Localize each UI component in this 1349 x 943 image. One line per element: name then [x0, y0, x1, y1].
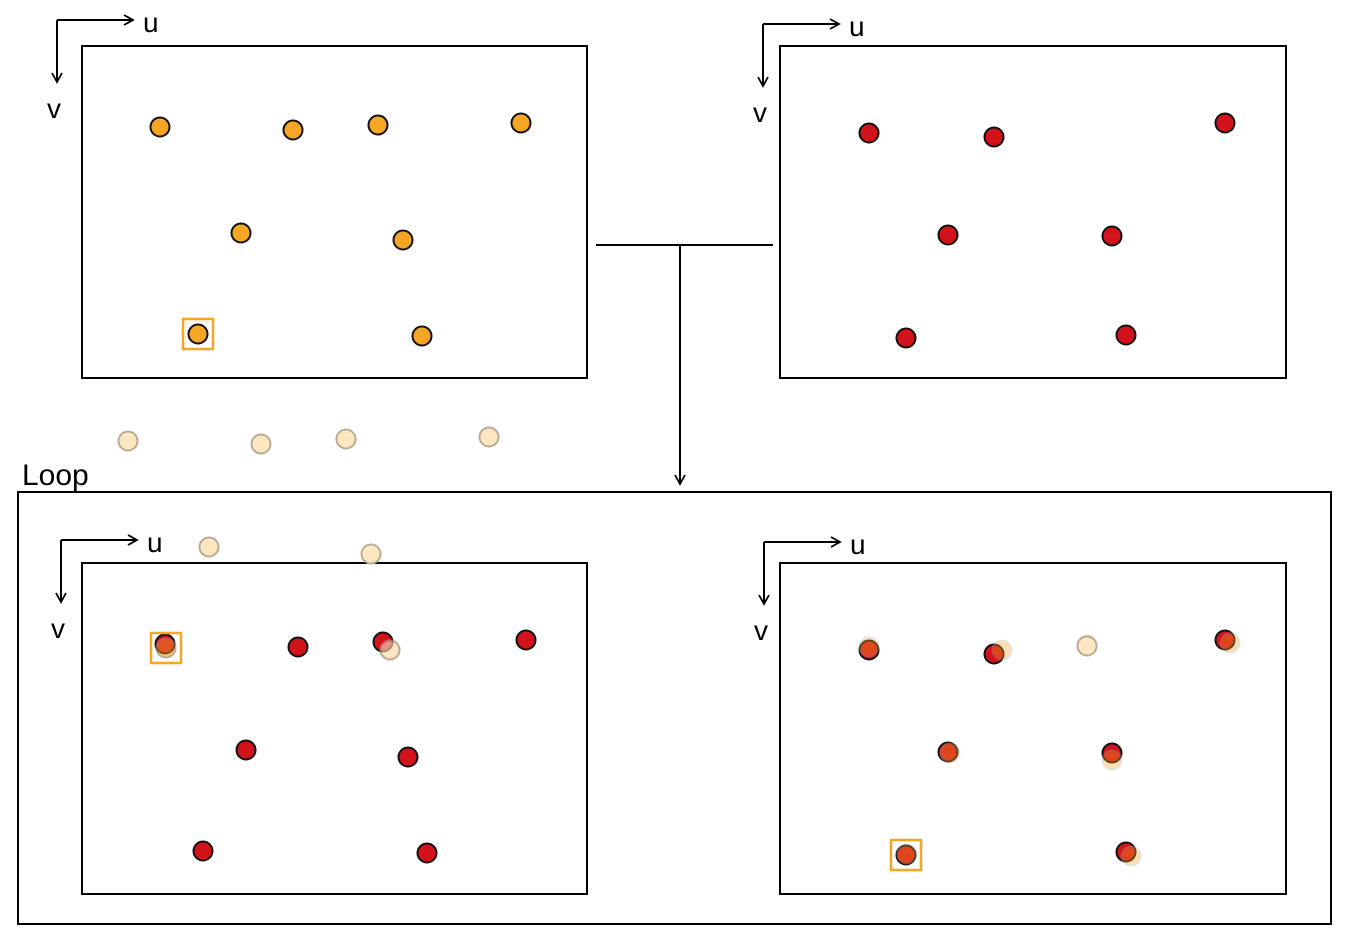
- projected-point: [335, 428, 357, 450]
- target-point: [1214, 112, 1236, 134]
- source-point: [149, 116, 171, 138]
- source-point: [510, 112, 532, 134]
- u-axis-label: u: [850, 529, 866, 560]
- target-point: [1101, 225, 1123, 247]
- highlight-box: [889, 838, 923, 872]
- projected-point: [1219, 632, 1241, 654]
- source-point: [367, 114, 389, 136]
- highlight-box: [149, 631, 183, 665]
- matched-point: [515, 629, 537, 651]
- loop-frame: [17, 491, 1332, 925]
- target-point: [1115, 324, 1137, 346]
- loop-target-panel: uv: [754, 529, 1287, 895]
- projected-point: [250, 433, 272, 455]
- target-point: [895, 327, 917, 349]
- projected-point: [379, 639, 401, 661]
- target-point: [1101, 742, 1123, 764]
- source-image-panel: uv: [47, 7, 588, 379]
- image-frame: [81, 45, 588, 379]
- target-point: [1214, 629, 1236, 651]
- highlight-box: [181, 317, 215, 351]
- image-frame: [779, 562, 1287, 895]
- source-point: [411, 325, 433, 347]
- source-point: [282, 119, 304, 141]
- source-point: [392, 229, 414, 251]
- target-point: [895, 844, 917, 866]
- u-axis-label: u: [143, 7, 159, 38]
- image-frame: [81, 562, 588, 895]
- image-frame: [779, 45, 1287, 379]
- source-point: [230, 222, 252, 244]
- projected-point: [360, 543, 382, 565]
- loop-source-panel: uv: [51, 527, 588, 895]
- v-axis-label: v: [754, 615, 768, 646]
- projected-point: [198, 536, 220, 558]
- target-point: [1115, 841, 1137, 863]
- loop-label: Loop: [22, 459, 89, 492]
- matched-point: [235, 739, 257, 761]
- target-point: [937, 224, 959, 246]
- v-axis-label: v: [47, 93, 61, 124]
- v-axis-label: v: [51, 613, 65, 644]
- projected-point: [896, 843, 918, 865]
- matched-point: [287, 636, 309, 658]
- target-point: [983, 126, 1005, 148]
- source-point: [187, 323, 209, 345]
- target-point: [858, 122, 880, 144]
- u-axis-label: u: [147, 527, 163, 558]
- matched-point: [192, 840, 214, 862]
- v-axis-label: v: [753, 97, 767, 128]
- merge-connector: [596, 244, 773, 486]
- u-axis-label: u: [849, 11, 865, 42]
- target-image-panel: uv: [753, 11, 1287, 379]
- matched-point: [154, 633, 176, 655]
- target-point: [983, 643, 1005, 665]
- projected-point: [858, 636, 880, 658]
- unmatched-projected-point: [1076, 635, 1098, 657]
- target-point: [937, 741, 959, 763]
- projected-point: [117, 430, 139, 452]
- projected-point: [478, 426, 500, 448]
- target-point: [858, 639, 880, 661]
- projected-point: [991, 639, 1013, 661]
- projected-point: [1101, 749, 1123, 771]
- matched-point: [397, 746, 419, 768]
- projected-point: [939, 742, 961, 764]
- matched-point: [416, 842, 438, 864]
- projected-point: [1120, 845, 1142, 867]
- projected-point: [155, 637, 177, 659]
